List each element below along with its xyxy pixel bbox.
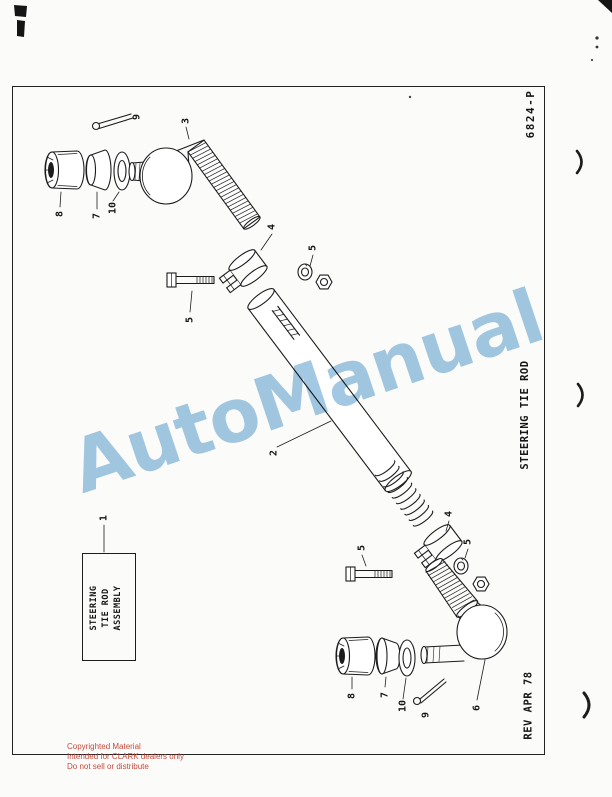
drawing-frame-border xyxy=(12,86,545,755)
assembly-label-line3: ASSEMBLY xyxy=(113,585,123,631)
binding-mark-1 xyxy=(575,149,583,175)
part-number-label: 6824-P xyxy=(524,89,537,139)
binding-mark-3 xyxy=(582,691,591,719)
page-title: STEERING TIE ROD xyxy=(519,360,531,470)
revision-label: REV APR 78 xyxy=(522,671,535,740)
binding-mark-2 xyxy=(576,382,584,408)
assembly-label-line2: TIE ROD xyxy=(101,588,111,628)
assembly-label-line1: STEERING xyxy=(89,585,99,631)
scan-blob-top-left xyxy=(14,5,27,37)
copyright-line2: Intended for CLARK dealers only xyxy=(67,752,184,761)
copyright-notice: Copyrighted Material Intended for CLARK … xyxy=(67,742,184,772)
copyright-line1: Copyrighted Material xyxy=(67,742,141,751)
assembly-label-box: STEERING TIE ROD ASSEMBLY xyxy=(82,553,136,661)
scan-wedge-top-right xyxy=(598,0,612,13)
copyright-line3: Do not sell or distribute xyxy=(67,762,149,771)
assembly-label-text: STEERING TIE ROD ASSEMBLY xyxy=(88,556,132,660)
